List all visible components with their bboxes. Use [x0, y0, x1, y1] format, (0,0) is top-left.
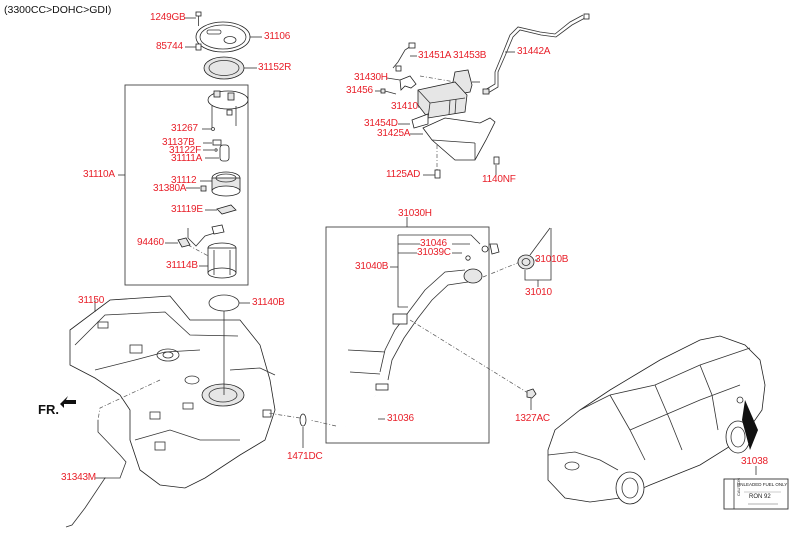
- callout-31040b[interactable]: 31040B: [355, 261, 389, 272]
- tube-31442a-drawing: [482, 13, 590, 95]
- bolt-1140nf-drawing: [493, 156, 500, 175]
- ring-31152r-drawing: [203, 56, 257, 80]
- callout-31410[interactable]: 31410: [391, 101, 418, 112]
- fuel-label-31038-drawing: CAUTION: [723, 478, 789, 510]
- bolt-85744-drawing: [185, 43, 202, 51]
- bracket-31454d-drawing: [398, 113, 429, 129]
- callout-31380a[interactable]: 31380A: [153, 183, 187, 194]
- canister-31114b-drawing: [199, 242, 237, 279]
- callout-31150[interactable]: 31150: [78, 295, 105, 306]
- callout-31038[interactable]: 31038: [741, 456, 768, 467]
- filler-neck-bracket: [325, 226, 490, 444]
- callout-85744[interactable]: 85744: [156, 41, 183, 52]
- callout-31442a[interactable]: 31442A: [517, 46, 551, 57]
- callout-31046[interactable]: 31046: [420, 238, 447, 249]
- sender-94460-drawing: [165, 224, 225, 259]
- callout-31453b[interactable]: 31453B: [453, 50, 487, 61]
- bolt-1249gb-drawing: [185, 11, 202, 26]
- callout-31114b[interactable]: 31114B: [166, 260, 198, 271]
- callout-31140b[interactable]: 31140B: [252, 297, 285, 308]
- vent-tube-31343m-drawing: [65, 379, 161, 528]
- pump-module-bracket: [124, 84, 249, 286]
- callout-31122f[interactable]: 31122F: [169, 145, 201, 156]
- callout-31106[interactable]: 31106: [264, 31, 291, 42]
- pump-flange-drawing: [207, 90, 249, 128]
- callout-31030h[interactable]: 31030H: [398, 208, 432, 219]
- pump-motor-drawing: [203, 139, 230, 162]
- fuel-label-title: UNLEADED FUEL ONLY: [737, 482, 788, 487]
- callout-31425a[interactable]: 31425A: [377, 128, 411, 139]
- o-ring-31140b-drawing: [208, 294, 250, 395]
- callout-1125ad[interactable]: 1125AD: [386, 169, 421, 180]
- callout-1327ac[interactable]: 1327AC: [515, 413, 550, 424]
- callout-94460[interactable]: 94460: [137, 237, 164, 248]
- callout-31267[interactable]: 31267: [171, 123, 198, 134]
- callout-1249gb[interactable]: 1249GB: [150, 12, 186, 23]
- callout-31010b[interactable]: 31010B: [535, 254, 569, 265]
- callout-31456[interactable]: 31456: [346, 85, 373, 96]
- callout-31110a[interactable]: 31110A: [83, 169, 115, 180]
- callout-31036[interactable]: 31036: [387, 413, 414, 424]
- plate-cover-31106-drawing: [195, 21, 262, 53]
- bolt-1125ad-drawing: [423, 145, 441, 179]
- callout-31112[interactable]: 31112: [171, 175, 197, 186]
- callout-31152r[interactable]: 31152R: [258, 62, 292, 73]
- front-direction-label: FR.: [38, 402, 59, 417]
- canister-31410-drawing: [417, 75, 468, 119]
- fuel-label-rating: RON 92: [749, 494, 771, 500]
- vehicle-drawing: [547, 335, 766, 505]
- fr-arrow-icon: [60, 396, 76, 408]
- callout-31430h[interactable]: 31430H: [354, 72, 388, 83]
- reservoir-31112-drawing: [186, 171, 241, 197]
- fuel-cap-31010b-drawing: [482, 227, 552, 287]
- fitting-31430h-drawing: [386, 75, 417, 91]
- filter-31119e-drawing: [205, 204, 237, 215]
- clip-1327ac-drawing: [526, 388, 537, 410]
- callout-31119e[interactable]: 31119E: [171, 204, 203, 215]
- callout-31137b[interactable]: 31137B: [162, 137, 195, 148]
- callout-1471dc[interactable]: 1471DC: [287, 451, 323, 462]
- callout-31039c[interactable]: 31039C: [417, 247, 451, 258]
- engine-variant-header: (3300CC>DOHC>GDI): [4, 4, 112, 16]
- tray-31425a-drawing: [410, 117, 496, 161]
- bolt-31456-drawing: [375, 88, 397, 95]
- hose-31036-drawing: [344, 395, 385, 429]
- callout-31454d[interactable]: 31454D: [364, 118, 398, 129]
- callout-31343m[interactable]: 31343M: [61, 472, 96, 483]
- clamp-1471dc-drawing: [299, 413, 307, 448]
- fuel-tank-31150-drawing: [69, 295, 276, 489]
- hose-31451a-drawing: [392, 42, 417, 72]
- callout-31111a[interactable]: 31111A: [171, 153, 203, 164]
- callout-31451a[interactable]: 31451A: [418, 50, 452, 61]
- filler-pipe-31040b-drawing: [347, 243, 500, 391]
- callout-1140nf[interactable]: 1140NF: [482, 174, 516, 185]
- callout-31010[interactable]: 31010: [525, 287, 552, 298]
- fuel-label-side-text: CAUTION: [736, 478, 741, 496]
